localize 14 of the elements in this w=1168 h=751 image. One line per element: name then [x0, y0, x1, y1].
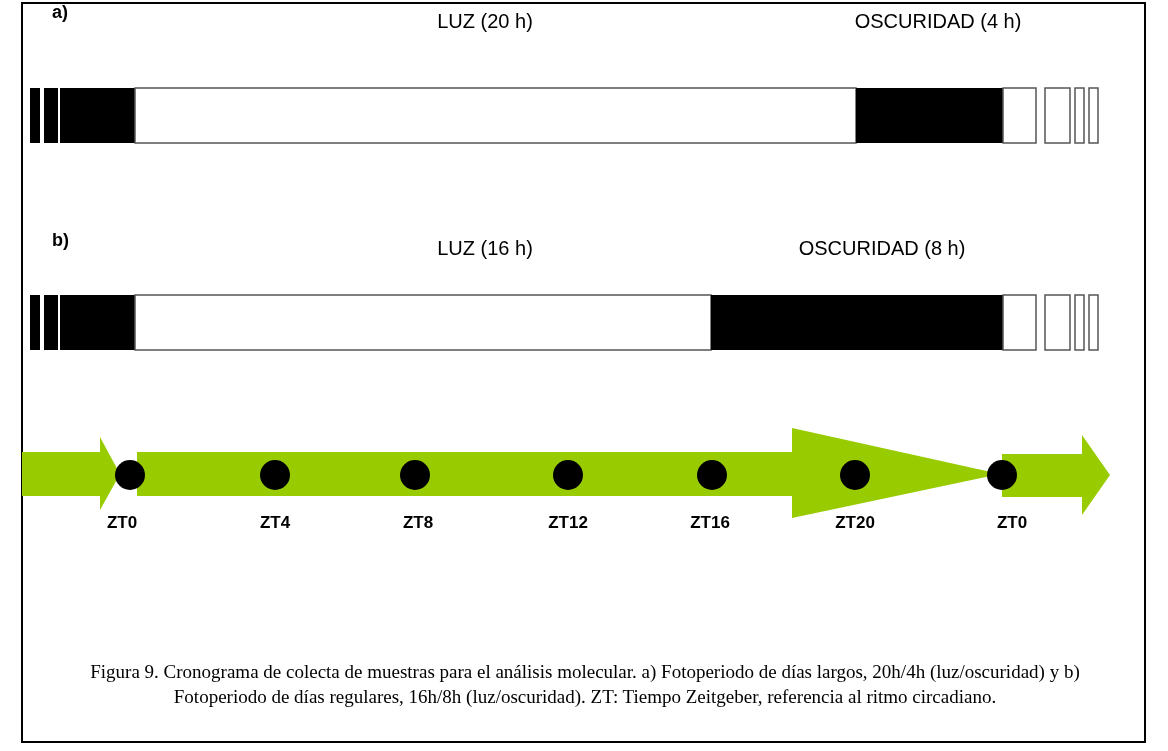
time-point-label: ZT8: [402, 513, 434, 533]
panel-label: a): [52, 2, 68, 23]
period-label: OSCURIDAD (4 h): [854, 10, 1022, 33]
time-point-label: ZT0: [996, 513, 1028, 533]
period-label: LUZ (20 h): [437, 10, 533, 33]
time-point-label: ZT4: [259, 513, 291, 533]
time-point-label: ZT12: [548, 513, 588, 533]
panel-label: b): [52, 230, 69, 251]
time-point-label: ZT16: [690, 513, 730, 533]
period-label: OSCURIDAD (8 h): [798, 237, 966, 260]
time-point-label: ZT0: [106, 513, 138, 533]
time-point-label: ZT20: [835, 513, 875, 533]
figure-caption: Figura 9. Cronograma de colecta de muestras para el análisis molecular. a) Fotoperiodo de días largos, 20h/4h (luz/oscuridad) y b) Fotoperiodo de días regulares, 16h/8h (luz/oscuridad). ZT: Tiempo Zeitgeber, referencia al ritmo circadiano.: [89, 660, 1081, 709]
period-label: LUZ (16 h): [437, 237, 533, 260]
